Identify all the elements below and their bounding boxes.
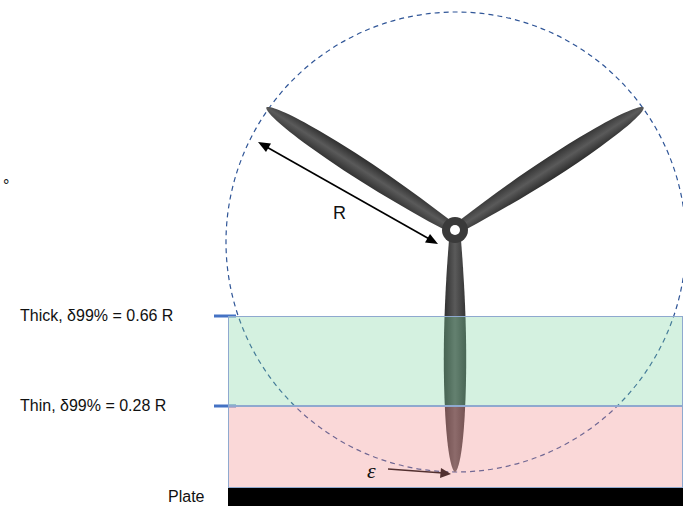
rotor-disk-circle <box>226 12 683 472</box>
radius-label: R <box>333 203 346 225</box>
layer-label: Thin, δ99% = 0.28 R <box>18 396 168 415</box>
radius-arrow <box>258 142 438 244</box>
layer-label: Thick, δ99% = 0.66 R <box>18 306 175 325</box>
band-fill <box>228 406 683 488</box>
thin-layer-band: Thin, δ99% = 0.28 R <box>0 406 683 488</box>
plate-label: Plate <box>168 487 204 506</box>
plate-bar: Plate <box>0 488 683 506</box>
band-fill <box>228 488 683 506</box>
thick-layer-band: Thick, δ99% = 0.66 R <box>0 316 683 406</box>
band-fill <box>228 316 683 406</box>
stray-mark: ° <box>3 176 9 195</box>
gap-label: ε <box>367 458 376 484</box>
